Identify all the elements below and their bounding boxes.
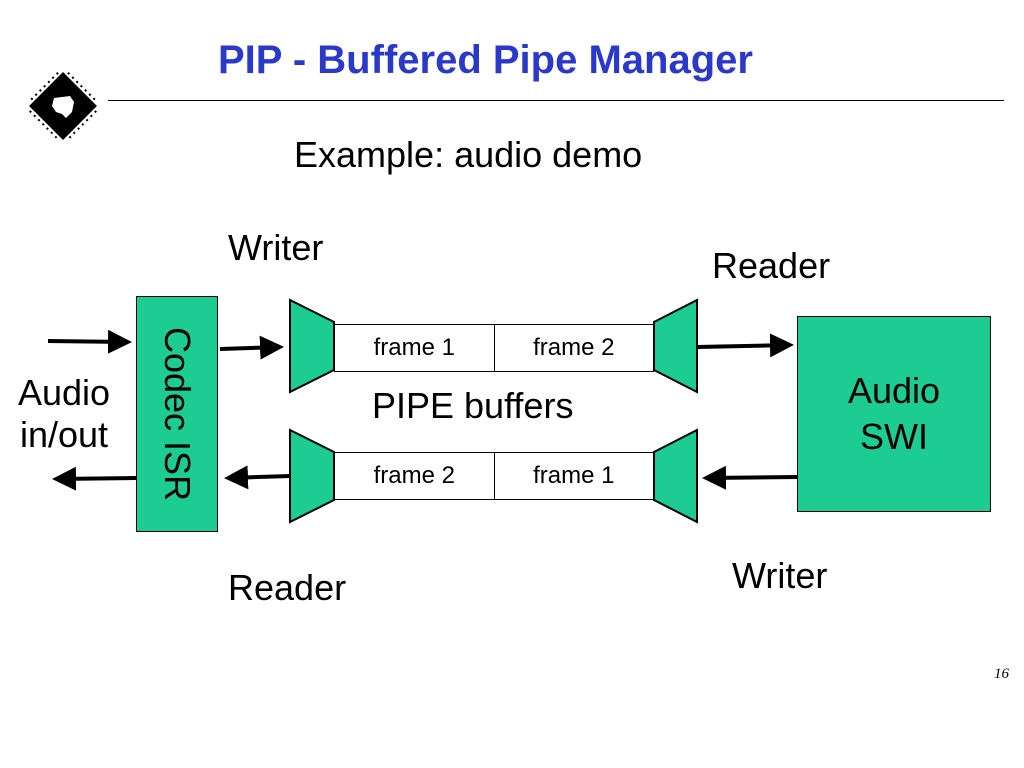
top-reader-label: Reader	[712, 245, 831, 286]
pipe-buffers-label: PIPE buffers	[372, 385, 574, 426]
slide-subtitle: Example: audio demo	[294, 134, 643, 175]
title-divider	[108, 100, 1004, 101]
top-writer-label: Writer	[228, 227, 324, 268]
audio-swi-line1: Audio	[847, 370, 941, 411]
audio-io-line1: Audio	[17, 372, 111, 413]
top-pipe-reader-funnel	[653, 298, 698, 394]
codec-isr-box: Codec ISR	[136, 296, 218, 532]
codec-isr-label: Codec ISR	[157, 326, 198, 502]
top-pipe-cell-1: frame 1	[373, 334, 455, 361]
slide-title: PIP - Buffered Pipe Manager	[218, 38, 753, 82]
audio-io-line2: in/out	[19, 414, 109, 455]
audio-in-arrow	[47, 329, 132, 354]
bottom-pipe-writer-funnel	[653, 428, 698, 524]
bottom-pipe-cell-2: frame 1	[493, 453, 654, 499]
audio-swi-line2: SWI	[860, 416, 928, 457]
top-pipe-writer-funnel	[289, 298, 335, 394]
codec-to-pipe-arrow	[219, 335, 284, 360]
bottom-pipe-buffer: frame 2 frame 1	[334, 452, 654, 500]
bottom-writer-label: Writer	[732, 555, 828, 596]
bottom-pipe-reader-funnel	[289, 428, 335, 524]
bottom-pipe-cell-1: frame 2	[373, 462, 455, 489]
top-pipe-buffer: frame 1 frame 2	[334, 324, 654, 372]
pipe-to-codec-arrow	[224, 465, 291, 490]
swi-to-pipe-arrow	[702, 465, 798, 490]
audio-io-label: Audio in/out	[6, 372, 122, 456]
pipe-to-swi-arrow	[696, 333, 794, 358]
top-pipe-cell-2: frame 2	[493, 325, 654, 371]
audio-swi-box: Audio SWI	[797, 316, 991, 512]
bottom-reader-label: Reader	[228, 567, 347, 608]
page-number: 16	[994, 666, 1009, 682]
audio-out-arrow	[52, 466, 137, 491]
company-logo-icon	[29, 72, 97, 140]
